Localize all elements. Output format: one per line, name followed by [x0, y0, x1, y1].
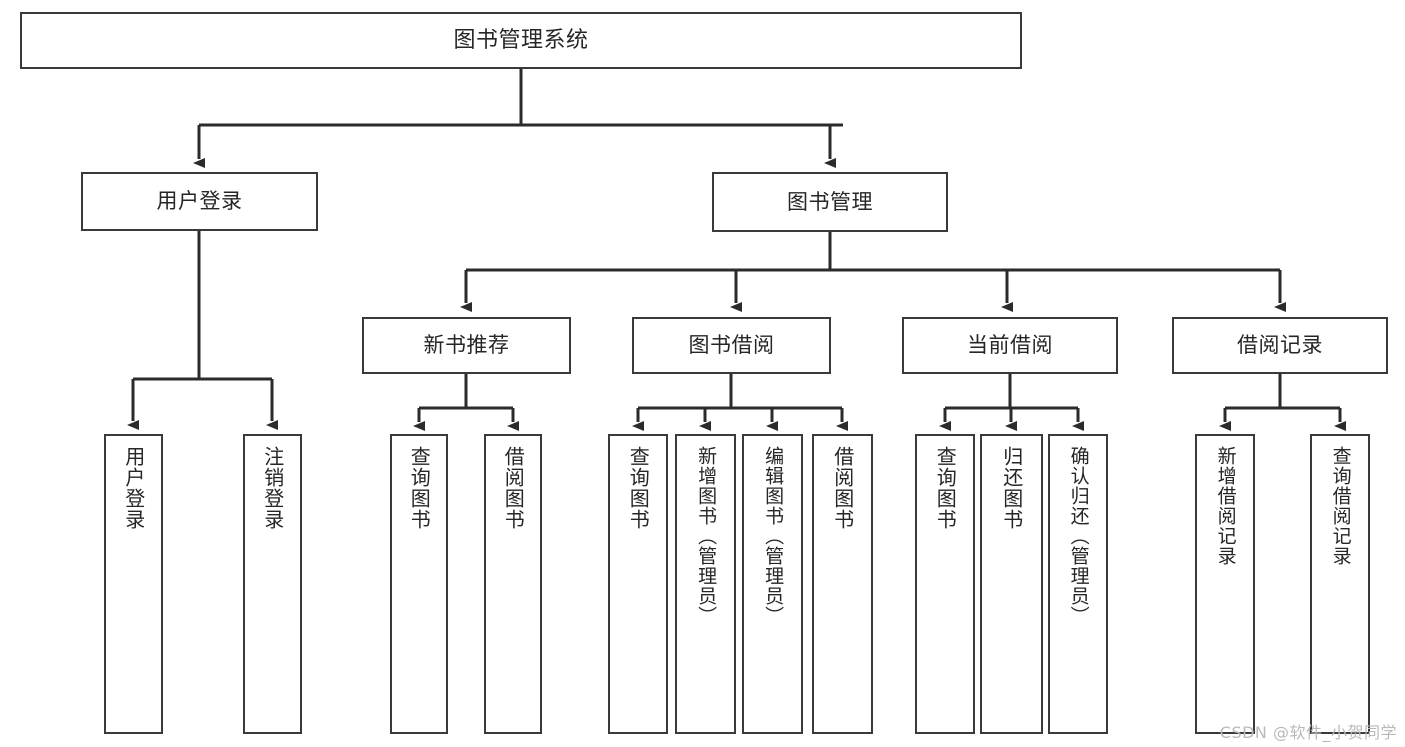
node-leaf-query-book-2-label: 查询图书: [626, 446, 651, 530]
watermark-text: CSDN @软件_小贺同学: [1219, 723, 1397, 742]
node-book-borrow-label: 图书借阅: [688, 333, 775, 358]
node-leaf-logout[interactable]: 注销登录: [243, 434, 302, 734]
node-book-management-label: 图书管理: [787, 189, 873, 214]
node-book-management[interactable]: 图书管理: [712, 172, 948, 232]
node-leaf-edit-book-label: 编辑图书（管理员）: [762, 446, 785, 626]
node-leaf-query-book-1-label: 查询图书: [407, 446, 432, 530]
node-leaf-user-login[interactable]: 用户登录: [104, 434, 163, 734]
node-leaf-edit-book[interactable]: 编辑图书（管理员）: [742, 434, 803, 734]
node-leaf-add-record-label: 新增借阅记录: [1214, 446, 1237, 566]
node-leaf-query-book-2[interactable]: 查询图书: [608, 434, 668, 734]
node-root-label: 图书管理系统: [453, 27, 589, 53]
node-leaf-borrow-book-2[interactable]: 借阅图书: [812, 434, 873, 734]
node-leaf-return-book-label: 归还图书: [999, 446, 1024, 530]
node-new-book-recommend-label: 新书推荐: [423, 333, 510, 358]
node-leaf-borrow-book-1-label: 借阅图书: [501, 446, 526, 530]
node-leaf-query-book-1[interactable]: 查询图书: [390, 434, 448, 734]
node-leaf-query-record-label: 查询借阅记录: [1329, 446, 1352, 566]
node-leaf-confirm-return-label: 确认归还（管理员）: [1067, 446, 1090, 626]
node-user-login[interactable]: 用户登录: [81, 172, 318, 231]
node-new-book-recommend[interactable]: 新书推荐: [362, 317, 571, 374]
node-current-borrow-label: 当前借阅: [967, 333, 1053, 358]
node-book-borrow[interactable]: 图书借阅: [632, 317, 831, 374]
node-leaf-query-book-3-label: 查询图书: [933, 446, 958, 530]
node-borrow-record-label: 借阅记录: [1237, 333, 1323, 358]
node-leaf-borrow-book-2-label: 借阅图书: [830, 446, 855, 530]
node-user-login-label: 用户登录: [156, 189, 243, 214]
node-leaf-confirm-return[interactable]: 确认归还（管理员）: [1048, 434, 1108, 734]
node-leaf-query-record[interactable]: 查询借阅记录: [1310, 434, 1370, 734]
node-leaf-return-book[interactable]: 归还图书: [980, 434, 1043, 734]
node-leaf-add-book[interactable]: 新增图书（管理员）: [675, 434, 736, 734]
node-leaf-user-login-label: 用户登录: [121, 446, 146, 530]
node-leaf-logout-label: 注销登录: [260, 446, 285, 530]
node-leaf-query-book-3[interactable]: 查询图书: [915, 434, 975, 734]
node-leaf-add-record[interactable]: 新增借阅记录: [1195, 434, 1255, 734]
node-current-borrow[interactable]: 当前借阅: [902, 317, 1118, 374]
node-leaf-borrow-book-1[interactable]: 借阅图书: [484, 434, 542, 734]
node-leaf-add-book-label: 新增图书（管理员）: [695, 446, 718, 626]
node-borrow-record[interactable]: 借阅记录: [1172, 317, 1388, 374]
node-root[interactable]: 图书管理系统: [20, 12, 1022, 69]
